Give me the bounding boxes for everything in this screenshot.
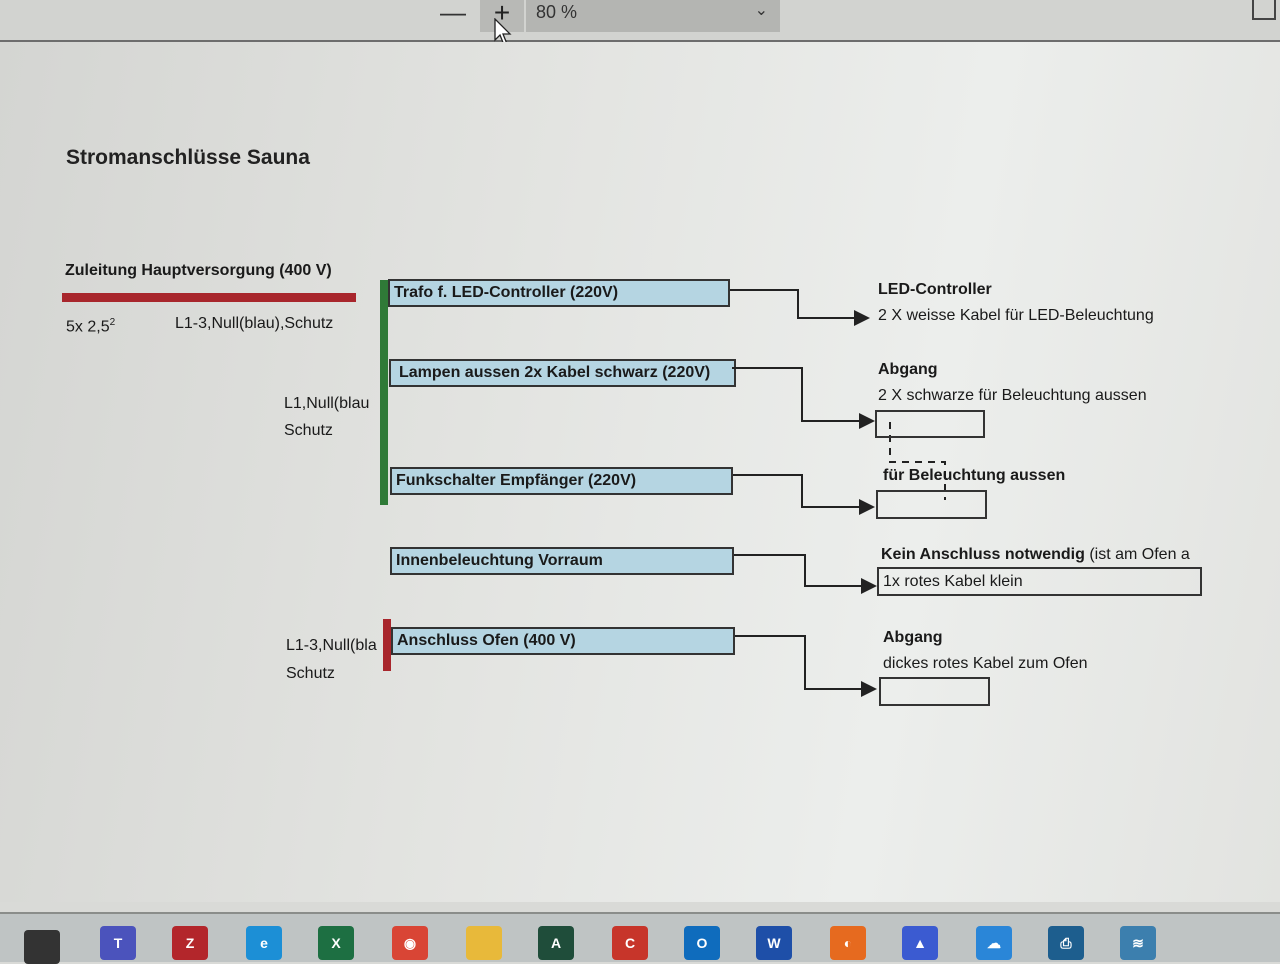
taskbar-outlook-icon[interactable]: O [684, 926, 720, 960]
connector-arrow [734, 554, 877, 594]
circuit-box: Anschluss Ofen (400 V) [391, 627, 735, 655]
group-220-label-2: Schutz [284, 422, 333, 439]
output-heading: Kein Anschluss notwendig (ist am Ofen a [881, 546, 1190, 563]
busbar-220v [380, 280, 388, 505]
taskbar-fax-scan-icon[interactable]: ⎙ [1048, 926, 1084, 960]
output-heading: LED-Controller [878, 281, 992, 298]
connector-arrow [730, 289, 870, 326]
taskbar-app-a-icon[interactable]: A [538, 926, 574, 960]
group-220-label: L1,Null(blau [284, 395, 370, 412]
taskbar-nordvpn-icon[interactable]: ▲ [902, 926, 938, 960]
connector-arrow [732, 367, 875, 429]
output-box [875, 410, 985, 438]
start-icon[interactable] [24, 930, 60, 964]
output-box: 1x rotes Kabel klein [877, 567, 1202, 596]
taskbar-stack-app-icon[interactable]: ≋ [1120, 926, 1156, 960]
page-title: Stromanschlüsse Sauna [66, 146, 310, 169]
output-text: 2 X schwarze für Beleuchtung aussen [878, 387, 1147, 404]
main-supply-label: Zuleitung Hauptversorgung (400 V) [65, 262, 332, 279]
connector-arrow [733, 474, 875, 515]
main-supply-wires: L1-3,Null(blau),Schutz [175, 315, 334, 332]
zoom-level-value: 80 % [536, 2, 578, 22]
zoom-in-button[interactable]: + [480, 0, 524, 32]
output-heading: für Beleuchtung aussen [883, 467, 1066, 484]
taskbar-edge-icon[interactable]: e [246, 926, 282, 960]
taskbar-onedrive-icon[interactable]: ☁ [976, 926, 1012, 960]
output-heading: Abgang [878, 361, 938, 378]
main-supply-cable [62, 293, 356, 302]
main-supply-cable-size: 5x 2,52 [66, 317, 116, 336]
edit-icon[interactable] [1252, 0, 1276, 20]
taskbar-excel-icon[interactable]: X [318, 926, 354, 960]
zoom-out-button[interactable]: — [440, 0, 466, 27]
busbar-400v [383, 619, 391, 671]
output-text: 2 X weisse Kabel für LED-Beleuchtung [878, 307, 1154, 324]
group-400-label: L1-3,Null(bla [286, 637, 377, 654]
circuit-box: Funkschalter Empfänger (220V) [390, 467, 733, 495]
dashed-link [889, 422, 946, 500]
chevron-down-icon: ⌄ [754, 2, 768, 19]
output-heading: Abgang [883, 629, 943, 646]
output-box [879, 677, 990, 706]
taskbar-file-explorer-icon[interactable] [466, 926, 502, 960]
circuit-box: Trafo f. LED-Controller (220V) [388, 279, 730, 307]
zoom-level-select[interactable]: 80 % ⌄ [526, 0, 780, 32]
taskbar-teams-icon[interactable]: T [100, 926, 136, 960]
viewer-toolbar: — + 80 % ⌄ [0, 0, 1280, 46]
output-text: dickes rotes Kabel zum Ofen [883, 655, 1088, 672]
connector-arrow [735, 635, 877, 697]
circuit-box: Lampen aussen 2x Kabel schwarz (220V) [389, 359, 736, 387]
circuit-box: Innenbeleuchtung Vorraum [390, 547, 734, 575]
taskbar-word-icon[interactable]: W [756, 926, 792, 960]
taskbar-filezilla-icon[interactable]: Z [172, 926, 208, 960]
taskbar-firefox-icon[interactable]: ◐ [830, 926, 866, 960]
group-400-label-2: Schutz [286, 665, 335, 682]
taskbar-chrome-icon[interactable]: ◉ [392, 926, 428, 960]
output-text: 1x rotes Kabel klein [883, 573, 1023, 590]
output-box [876, 490, 987, 519]
taskbar-ccleaner-icon[interactable]: C [612, 926, 648, 960]
